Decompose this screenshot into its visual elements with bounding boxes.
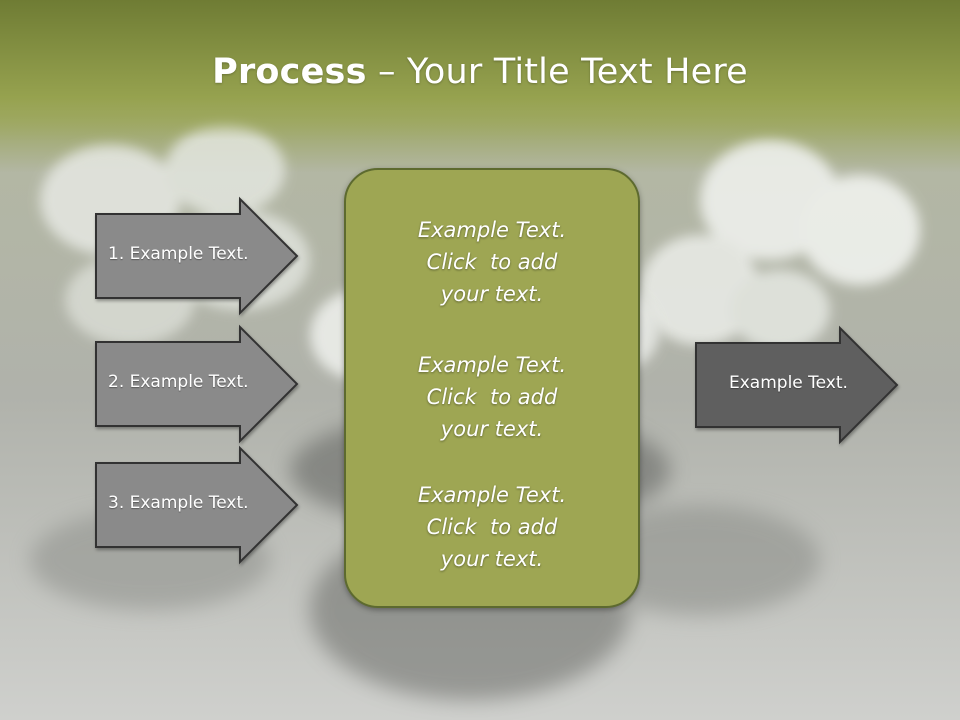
block-2-line-1: Example Text.	[417, 353, 567, 377]
block-1-line-2: Click to add	[426, 250, 558, 274]
block-1-line-3: your text.	[440, 282, 544, 306]
block-2-line-3: your text.	[440, 417, 544, 441]
block-2-line-2: Click to add	[426, 385, 558, 409]
center-text-panel[interactable]: Example Text. Click to add your text. Ex…	[344, 168, 640, 608]
title-rest: – Your Title Text Here	[366, 52, 748, 92]
step-arrow-1	[95, 196, 299, 316]
block-3-line-1: Example Text.	[417, 483, 567, 507]
step-label-1: 1. Example Text.	[108, 244, 249, 264]
block-3-line-2: Click to add	[426, 515, 558, 539]
orchid-right	[640, 140, 920, 350]
text-block-1: Example Text. Click to add your text.	[346, 214, 638, 310]
text-block-3: Example Text. Click to add your text.	[346, 479, 638, 575]
step-arrow-3	[95, 445, 299, 565]
title-bold: Process	[212, 52, 367, 92]
text-block-2: Example Text. Click to add your text.	[346, 349, 638, 445]
step-arrow-2	[95, 324, 299, 444]
output-arrow	[695, 325, 899, 445]
block-3-line-3: your text.	[440, 547, 544, 571]
step-label-2: 2. Example Text.	[108, 372, 249, 392]
block-1-line-1: Example Text.	[417, 218, 567, 242]
slide-title: Process – Your Title Text Here	[0, 52, 960, 92]
step-label-3: 3. Example Text.	[108, 493, 249, 513]
output-label: Example Text.	[729, 373, 848, 393]
